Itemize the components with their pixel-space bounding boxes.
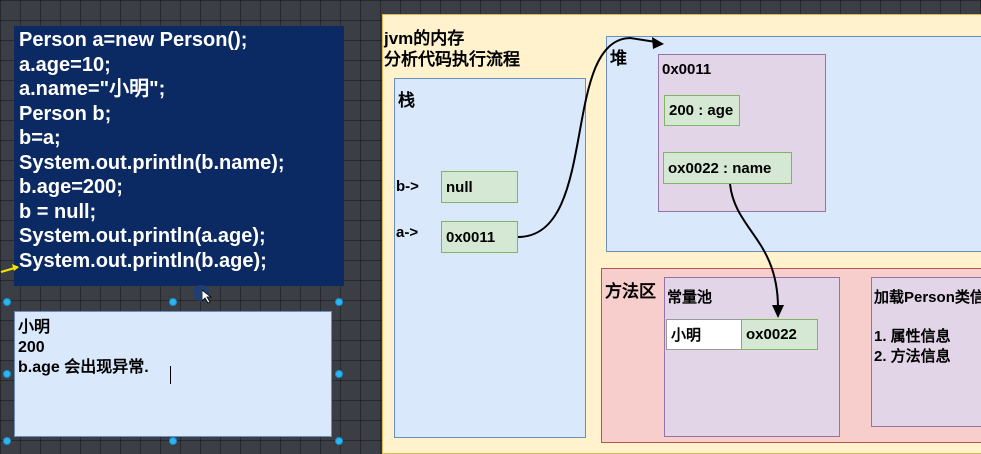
resize-handle-se[interactable] (335, 437, 343, 445)
constant-address[interactable]: ox0022 (741, 319, 818, 350)
arrowhead-icon (772, 305, 784, 318)
resize-handle-w[interactable] (3, 370, 11, 378)
code-block: Person a=new Person(); a.age=10; a.name=… (14, 26, 344, 286)
object-address: 0x0011 (662, 61, 712, 78)
jvm-title: jvm的内存 分析代码执行流程 (384, 29, 520, 69)
resize-handle-n[interactable] (169, 298, 177, 306)
output-line: b.age 会出现异常. (18, 359, 149, 376)
arrowhead-icon (652, 37, 664, 49)
code-line: System.out.println(b.age); (19, 249, 267, 272)
code-line: a.name="小明"; (19, 78, 166, 100)
resize-handle-e[interactable] (335, 370, 343, 378)
stack-var-a-name: a-> (396, 224, 419, 241)
stack-area[interactable] (394, 78, 586, 438)
class-load-label: 加载Person类信 (874, 289, 981, 306)
code-line: b.age=200; (19, 176, 123, 198)
resize-handle-s[interactable] (169, 437, 177, 445)
class-load-info[interactable] (871, 277, 981, 427)
output-line: 小明 (18, 319, 51, 336)
resize-handle-sw[interactable] (3, 437, 11, 445)
person-object[interactable] (658, 54, 826, 212)
class-load-item: 1. 属性信息 (874, 328, 951, 345)
resize-handle-ne[interactable] (335, 298, 343, 306)
field-age[interactable]: 200 : age (664, 95, 740, 126)
current-line-arrow-icon (0, 262, 22, 281)
resize-handle-nw[interactable] (3, 298, 11, 306)
method-area-label: 方法区 (605, 282, 656, 301)
constant-pool[interactable] (664, 277, 840, 437)
code-line: b = null; (19, 200, 97, 223)
code-line: System.out.println(a.age); (19, 225, 266, 247)
arrow-name-to-constant (729, 183, 779, 309)
constant-pool-label: 常量池 (667, 289, 713, 306)
text-cursor (170, 366, 171, 384)
code-line: Person a=new Person(); (19, 29, 248, 51)
output-text-box[interactable]: 小明 200 b.age 会出现异常. (14, 311, 332, 437)
mouse-cursor-icon (201, 289, 213, 309)
arrow-a-to-object (517, 36, 657, 238)
output-line: 200 (18, 339, 45, 356)
code-line: System.out.println(b.name); (19, 151, 285, 174)
stack-var-a-value[interactable]: 0x0011 (441, 221, 518, 253)
heap-label: 堆 (610, 49, 627, 68)
stack-label: 栈 (398, 91, 415, 110)
code-line: b=a; (19, 127, 61, 149)
stack-var-b-value[interactable]: null (441, 171, 518, 203)
class-load-item: 2. 方法信息 (874, 348, 951, 365)
code-line: a.age=10; (19, 53, 111, 76)
code-line: Person b; (19, 102, 112, 125)
field-name[interactable]: ox0022 : name (663, 152, 792, 184)
stack-var-b-name: b-> (396, 178, 419, 195)
